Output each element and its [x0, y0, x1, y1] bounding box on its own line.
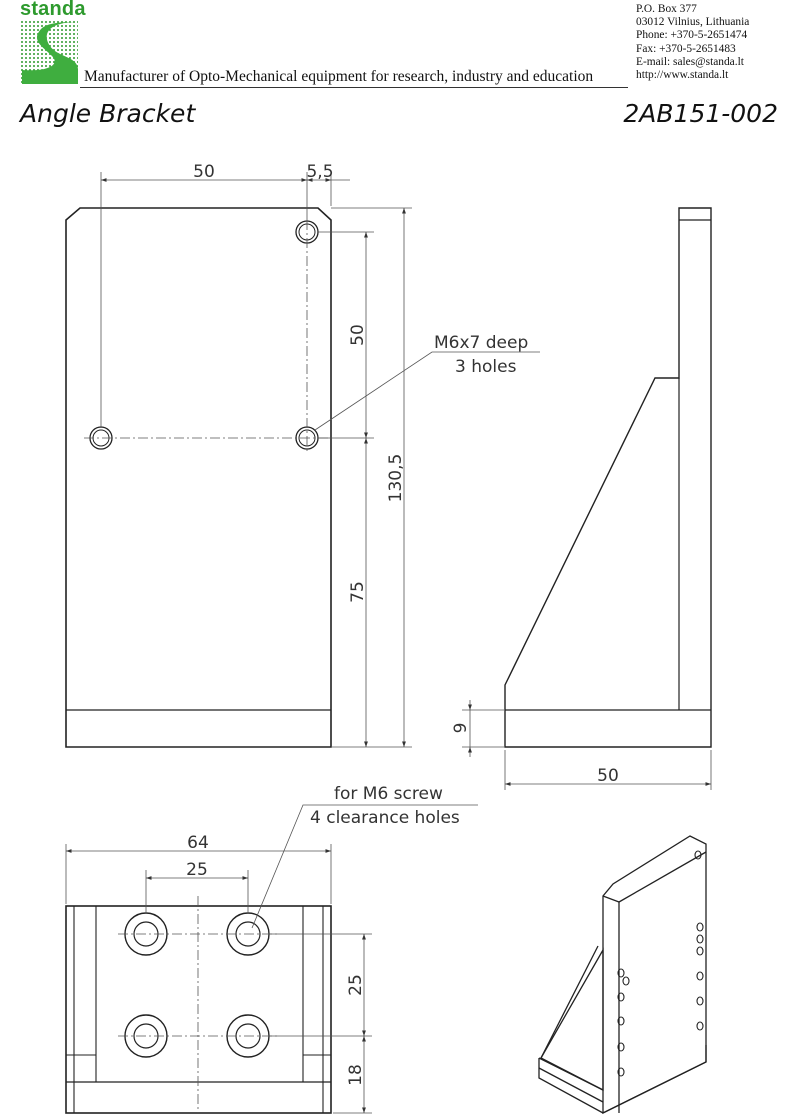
front-view-outline [65, 207, 332, 748]
dim-base-thickness: 9 [451, 723, 471, 734]
iso-gusset [540, 947, 604, 1092]
dim-top-width: 50 [193, 162, 215, 182]
side-view-outline [504, 207, 712, 748]
dim-total-width: 64 [187, 833, 209, 853]
note-m6-line1: M6x7 deep [434, 333, 528, 353]
standa-logo: standa [20, 0, 85, 86]
front-view [65, 207, 332, 748]
isometric-view [538, 835, 707, 1115]
dim-hole-spacing-x: 25 [186, 860, 208, 880]
drawing-title: Angle Bracket [20, 99, 196, 128]
dim-height: 130,5 [386, 454, 406, 503]
part-number: 2AB151-002 [623, 99, 778, 128]
dim-hole-spacing: 50 [348, 324, 368, 346]
logo-emblem [20, 20, 79, 84]
contact-phone: Phone: +370-5-2651474 [636, 29, 748, 42]
note-screw-line2: 4 clearance holes [310, 808, 460, 828]
header-rule [80, 87, 628, 88]
dim-top-offset: 5,5 [306, 162, 333, 182]
leader-m6-holes [314, 351, 540, 431]
side-view-dimensions [462, 700, 712, 790]
contact-email: E-mail: sales@standa.lt [636, 55, 744, 68]
dim-lower: 75 [348, 581, 368, 603]
contact-fax: Fax: +370-5-2651483 [636, 42, 736, 55]
dim-hole-spacing-y: 25 [346, 974, 366, 996]
front-view-dimensions [100, 172, 540, 748]
iso-base [538, 1045, 707, 1114]
company-tagline: Manufacturer of Opto-Mechanical equipmen… [84, 68, 594, 85]
side-view [504, 207, 712, 748]
bottom-view-outline [65, 905, 332, 1114]
brand-name: standa [20, 0, 86, 20]
dim-edge-offset: 18 [346, 1064, 366, 1086]
contact-block: P.O. Box 377 03012 Vilnius, Lithuania Ph… [636, 3, 749, 82]
bottom-view [65, 896, 332, 1114]
bottom-view-dimensions [65, 804, 478, 1114]
contact-po-box: P.O. Box 377 [636, 3, 697, 15]
contact-city: 03012 Vilnius, Lithuania [636, 16, 750, 29]
contact-website: http://www.standa.lt [636, 69, 729, 82]
note-m6-line2: 3 holes [455, 357, 517, 377]
dim-side-width: 50 [597, 766, 619, 786]
note-screw-line1: for M6 screw [334, 784, 443, 804]
leader-clearance-holes [251, 804, 478, 929]
